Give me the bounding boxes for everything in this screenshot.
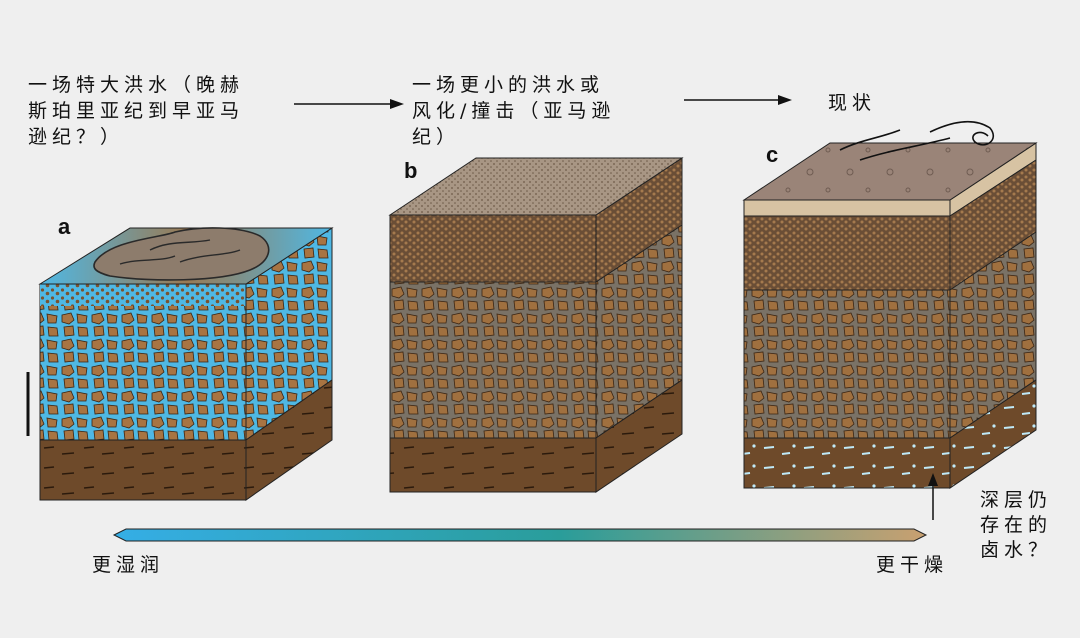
caption-stage-b: 一场更小的洪水或 风化/撞击（亚马逊 纪）: [412, 74, 616, 148]
arrow-b-to-c: [684, 95, 792, 105]
block-b: [388, 157, 684, 493]
arrow-a-to-b: [294, 99, 404, 109]
drier-label: 更干燥: [876, 554, 949, 576]
panel-letter-a: a: [58, 214, 71, 239]
caption-stage-c: 现状: [828, 92, 877, 114]
wetter-label: 更湿润: [92, 554, 165, 576]
wet-dry-gradient-bar: [112, 528, 928, 542]
panel-letter-c: c: [766, 142, 779, 167]
brine-annotation: 深层仍 存在的 卤水？: [980, 489, 1053, 561]
wind-swirl-icon: [839, 120, 995, 161]
caption-stage-a: 一场特大洪水（晚赫 斯珀里亚纪到早亚马 逊纪？）: [28, 74, 245, 148]
block-c: [742, 120, 1038, 489]
brine-arrow: [928, 473, 938, 520]
block-a: [38, 227, 334, 501]
panel-letter-b: b: [404, 158, 418, 183]
